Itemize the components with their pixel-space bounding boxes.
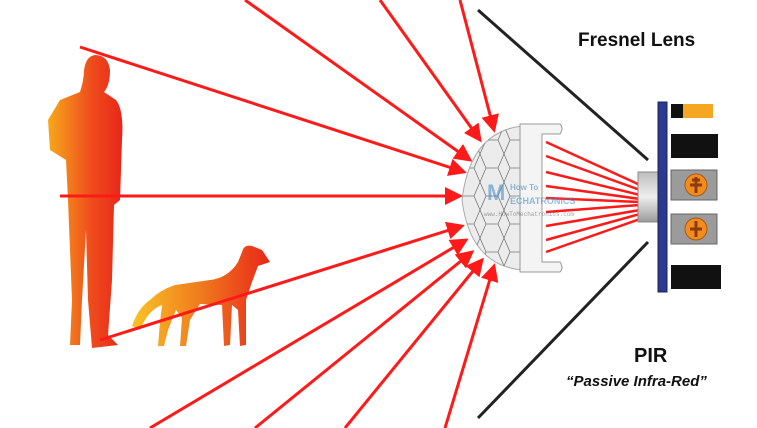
- watermark-logo: M How To ECHATRONICS www.HowToMechatroni…: [484, 180, 575, 218]
- pir-full-name-label: “Passive Infra-Red”: [566, 373, 707, 390]
- pir-sensor-board: [637, 101, 721, 293]
- svg-text:www.HowToMechatronics.com: www.HowToMechatronics.com: [484, 211, 574, 218]
- fresnel-lens-label: Fresnel Lens: [578, 30, 696, 51]
- svg-text:How To: How To: [510, 183, 538, 192]
- focused-rays: [545, 140, 641, 254]
- svg-text:ECHATRONICS: ECHATRONICS: [510, 196, 575, 206]
- svg-text:M: M: [487, 180, 505, 205]
- person-silhouette: [48, 55, 123, 348]
- fresnel-lens: [461, 123, 563, 273]
- pir-label: PIR: [634, 345, 668, 367]
- fresnel-pointer-line: [477, 8, 649, 162]
- infrared-rays: [60, 0, 499, 428]
- dog-silhouette: [132, 245, 270, 346]
- pir-pointer-line: [476, 240, 650, 420]
